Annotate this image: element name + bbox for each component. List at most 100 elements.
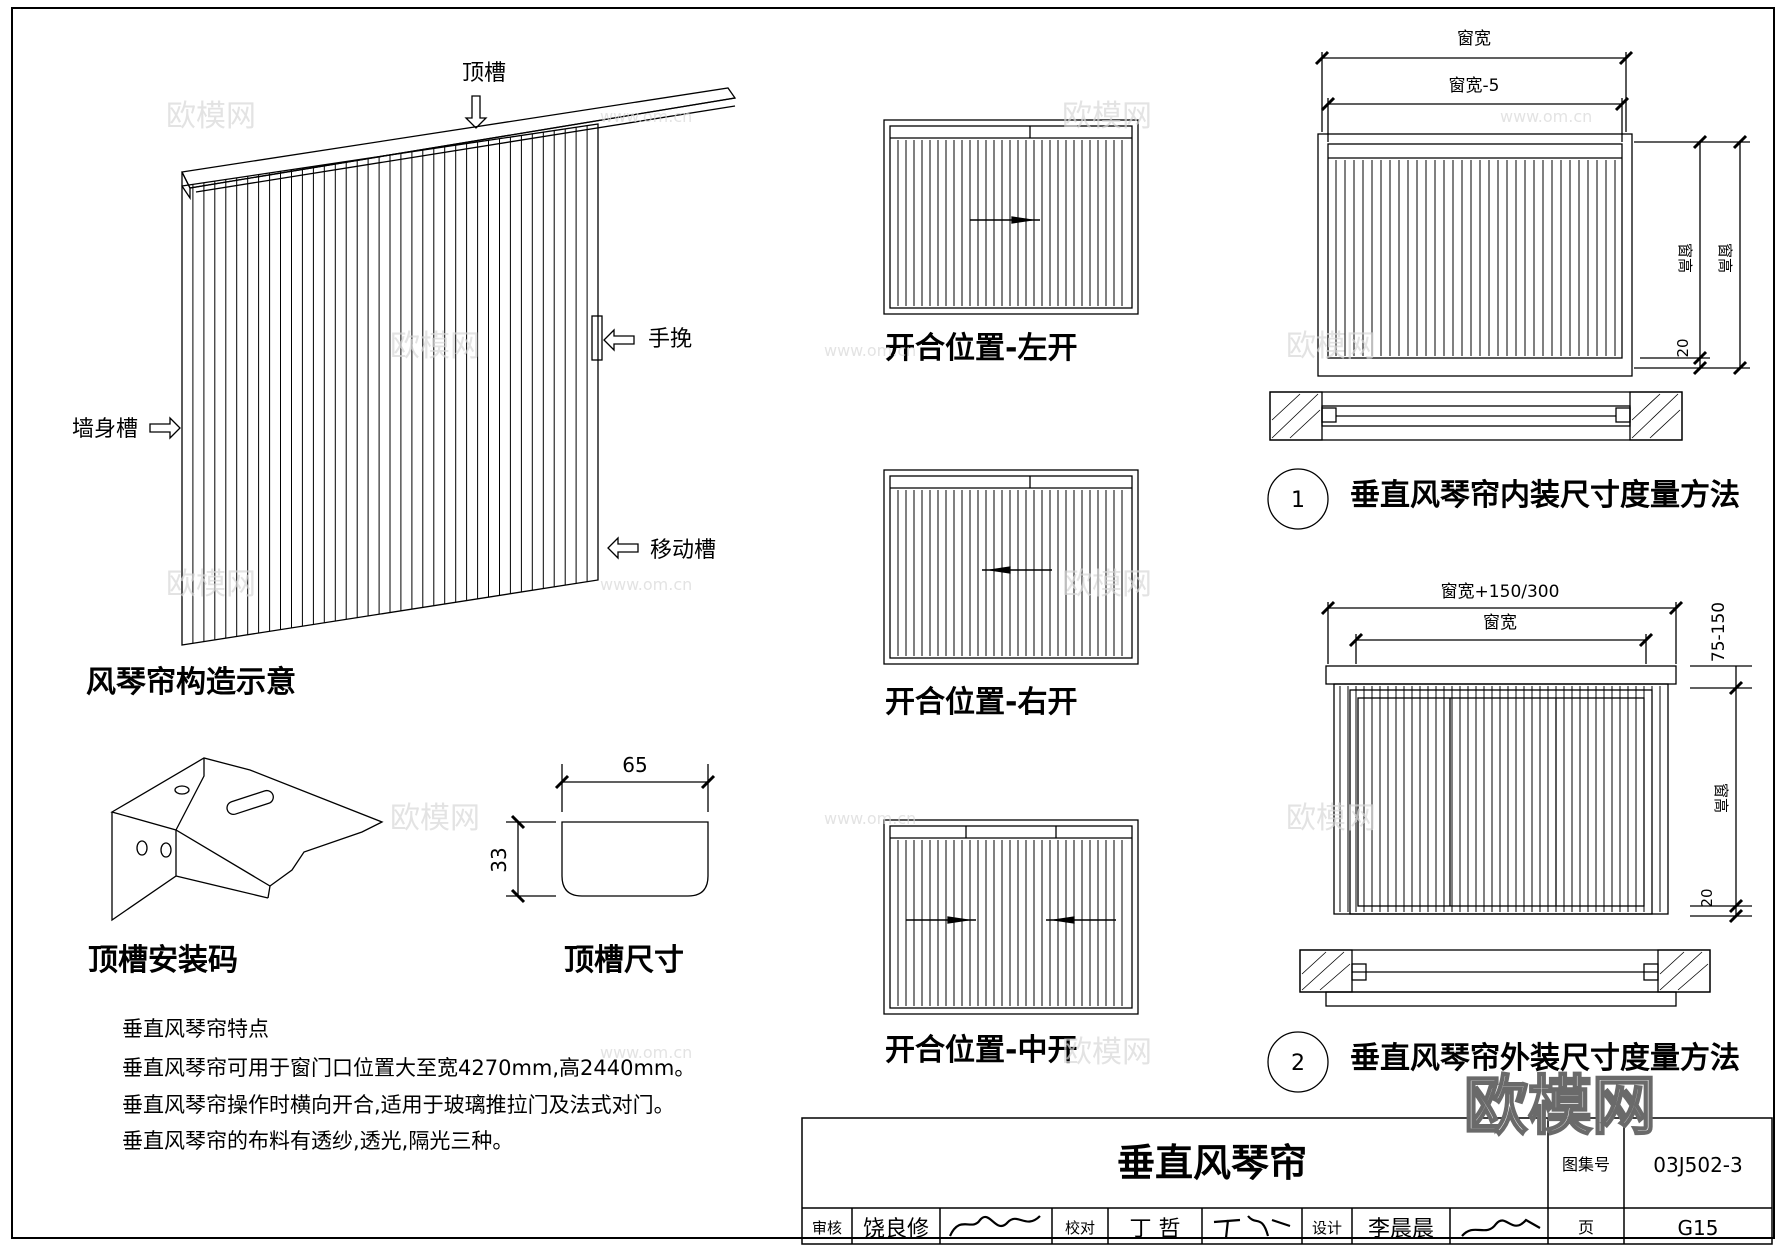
position-left-label: 开合位置-左开 <box>885 331 1077 366</box>
detail-2-dim-width-plus: 窗宽+150/300 <box>1441 582 1560 602</box>
detail-1-number-circle <box>1267 468 1329 530</box>
dim-65: 65 <box>622 753 647 777</box>
handle-label: 手挽 <box>648 327 692 352</box>
check-label: 校对 <box>1065 1219 1095 1237</box>
window-inner-frame <box>889 825 1133 1009</box>
direction-arrow-head <box>947 916 969 924</box>
detail-2-dim-75-150: 75-150 <box>1709 602 1729 662</box>
detail-1-dim-height-inner: 窗高 <box>1676 243 1694 273</box>
detail-2-number: 2 <box>1291 1051 1305 1076</box>
design-label: 设计 <box>1312 1219 1342 1237</box>
perspective-title: 风琴帘构造示意 <box>86 665 296 700</box>
notes-line: 垂直风琴帘操作时横向开合,适用于玻璃推拉门及法式对门。 <box>122 1093 675 1117</box>
watermark-logo: 欧模网 <box>1464 1070 1656 1144</box>
detail-1-dim-20: 20 <box>1674 338 1692 357</box>
reviewer-name: 饶良修 <box>863 1217 929 1242</box>
moving-track-label: 移动槽 <box>650 538 716 563</box>
bracket-hole <box>174 785 190 795</box>
checker-name: 丁 哲 <box>1130 1217 1181 1242</box>
detail-2-plan-section <box>1299 949 1711 993</box>
detail-2-drawing <box>1267 600 1752 1093</box>
bracket-title: 顶槽安装码 <box>88 943 238 978</box>
detail-1-dim-height-outer: 窗高 <box>1716 243 1734 273</box>
rail-section <box>561 821 709 897</box>
window-frame <box>883 469 1139 665</box>
dim-33: 33 <box>487 847 511 872</box>
detail-2-pleats <box>1339 686 1661 912</box>
position-frame-0 <box>883 119 1139 315</box>
page-number: G15 <box>1678 1216 1719 1240</box>
detail-2-title: 垂直风琴帘外装尺寸度量方法 <box>1350 1041 1740 1076</box>
bracket-drawing <box>110 757 384 922</box>
direction-arrow-head <box>1011 216 1033 224</box>
top-rail-arrow <box>464 95 488 129</box>
watermark-brand: 欧模网 <box>166 567 256 602</box>
notes: 垂直风琴帘特点 垂直风琴帘可用于窗门口位置大至宽4270mm,高2440mm。 … <box>122 1017 695 1153</box>
watermark-site: www.om.cn <box>600 1043 692 1062</box>
window-frame <box>883 819 1139 1015</box>
rail-size-title: 顶槽尺寸 <box>564 943 684 978</box>
detail-2-pelmet <box>1325 665 1677 685</box>
detail-1-title: 垂直风琴帘内装尺寸度量方法 <box>1350 478 1740 513</box>
detail-2-dim-height: 窗高 <box>1712 783 1730 813</box>
title-block <box>801 1117 1773 1245</box>
window-inner-frame <box>889 125 1133 309</box>
moving-track-arrow <box>607 536 639 560</box>
watermark-brand: 欧模网 <box>390 801 480 836</box>
page-label: 页 <box>1578 1218 1594 1237</box>
detail-2-dim-20: 20 <box>1698 888 1716 907</box>
detail-2-dim-width: 窗宽 <box>1483 613 1517 633</box>
wall-track-label: 墙身槽 <box>72 417 138 442</box>
opening-positions <box>883 119 1139 1015</box>
rail-size-drawing <box>506 764 716 904</box>
review-label: 审核 <box>812 1219 842 1237</box>
detail-1-pleats <box>1335 160 1616 356</box>
window-inner-frame <box>889 475 1133 659</box>
designer-signature <box>1461 1218 1541 1237</box>
position-right-label: 开合位置-右开 <box>885 685 1077 720</box>
detail-1-dim-width-minus: 窗宽-5 <box>1449 76 1500 96</box>
wall-track-arrow <box>149 416 181 440</box>
bracket-plate <box>110 757 384 887</box>
watermark-brand: 欧模网 <box>1286 329 1376 364</box>
position-frame-2 <box>883 819 1139 1015</box>
watermark-brand: 欧模网 <box>1286 801 1376 836</box>
top-rail-end <box>181 171 191 201</box>
perspective-view <box>181 87 737 646</box>
watermarks: 欧模网 www.om.cn 欧模网 www.om.cn 欧模网 www.om.c… <box>166 99 1592 1070</box>
handle <box>591 315 603 361</box>
curtain-body <box>181 123 599 646</box>
designer-name: 李晨晨 <box>1368 1217 1434 1242</box>
detail-1-window-frame <box>1317 133 1633 377</box>
detail-2-window-frame <box>1349 689 1653 915</box>
window-frame <box>883 119 1139 315</box>
notes-line: 垂直风琴帘可用于窗门口位置大至宽4270mm,高2440mm。 <box>122 1056 695 1080</box>
top-rail-label: 顶槽 <box>462 61 506 86</box>
detail-2-number-circle <box>1267 1031 1329 1093</box>
notes-heading: 垂直风琴帘特点 <box>122 1017 269 1041</box>
position-frame-1 <box>883 469 1139 665</box>
watermark-brand: 欧模网 <box>166 99 256 134</box>
detail-1-dim-width: 窗宽 <box>1457 29 1491 49</box>
checker-signature <box>1213 1215 1291 1239</box>
curtain-pleats <box>192 125 588 644</box>
detail-1-drawing <box>1267 50 1750 530</box>
handle-arrow <box>603 328 635 352</box>
direction-arrow-head <box>1053 916 1075 924</box>
watermark-site: www.om.cn <box>600 575 692 594</box>
watermark-brand: 欧模网 <box>390 329 480 364</box>
detail-2-curtain <box>1333 683 1669 915</box>
detail-1-number: 1 <box>1291 488 1305 513</box>
bracket-slot <box>226 789 274 816</box>
watermark-site: www.om.cn <box>1500 107 1592 126</box>
watermark-brand: 欧模网 <box>1062 567 1152 602</box>
notes-line: 垂直风琴帘的布料有透纱,透光,隔光三种。 <box>122 1129 513 1153</box>
watermark-site: www.om.cn <box>824 341 916 360</box>
detail-1-hatch <box>1271 393 1681 439</box>
perspective-arrows <box>149 95 639 560</box>
watermark-site: www.om.cn <box>824 809 916 828</box>
direction-arrow-head <box>989 566 1011 574</box>
watermark-brand: 欧模网 <box>1062 1035 1152 1070</box>
detail-2-hatch <box>1301 951 1709 991</box>
